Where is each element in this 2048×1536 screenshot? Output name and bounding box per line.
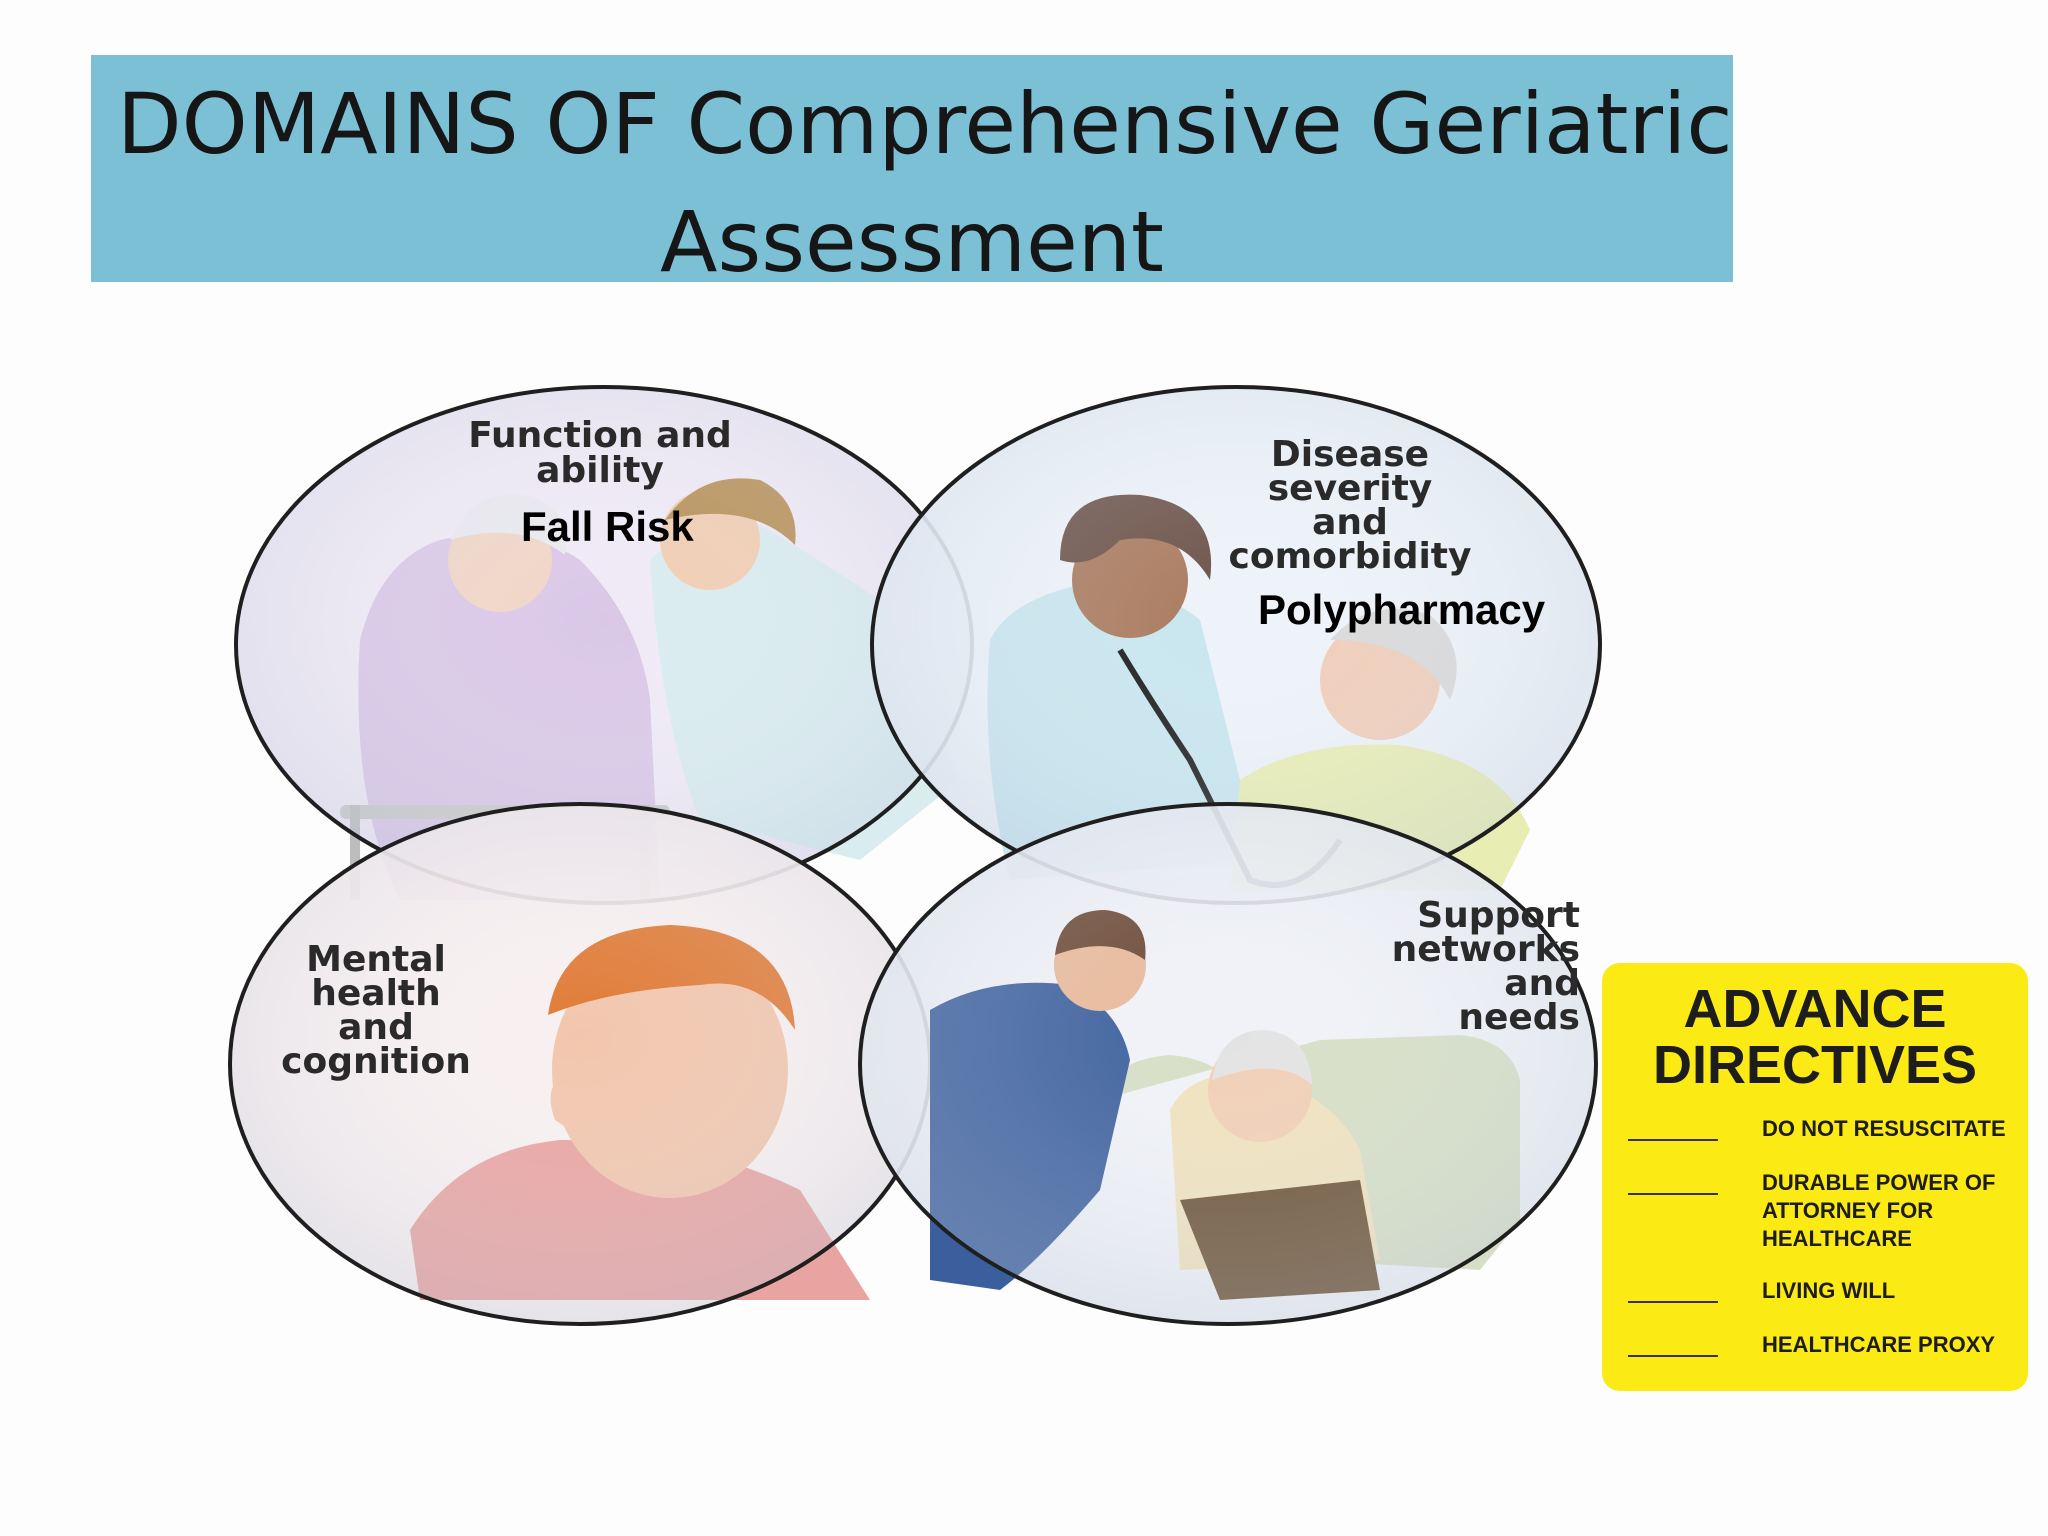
- title-line-1: DOMAINS OF Comprehensive Geriatric: [117, 75, 1733, 173]
- domain-label-function: Function and ability: [468, 415, 732, 491]
- blank-line: [1628, 1301, 1718, 1303]
- option-label: DO NOT RESUSCITATE: [1762, 1116, 2006, 1141]
- circle-mental: [228, 802, 932, 1326]
- option-label: LIVING WILL: [1762, 1278, 1896, 1303]
- option-label: DURABLE POWER OF ATTORNEY FOR HEALTHCARE: [1762, 1170, 1996, 1251]
- domain-label-support: Support networks and needs: [1391, 895, 1580, 1038]
- domain-label-mental: Mental health and cognition: [281, 939, 471, 1082]
- title-line-2: Assessment: [660, 193, 1164, 291]
- polypharmacy-label: Polypharmacy: [1258, 586, 1546, 633]
- blank-line: [1628, 1139, 1718, 1141]
- blank-line: [1628, 1355, 1718, 1357]
- domain-label-disease: Disease severity and comorbidity: [1228, 434, 1472, 577]
- option-label: HEALTHCARE PROXY: [1762, 1332, 1996, 1357]
- circle-support: [858, 802, 1598, 1326]
- advance-directives-title: ADVANCE DIRECTIVES: [1652, 979, 1978, 1095]
- circle-function: [234, 385, 974, 905]
- circle-disease: [870, 385, 1602, 905]
- blank-line: [1628, 1193, 1718, 1195]
- fall-risk-label: Fall Risk: [521, 503, 694, 550]
- title-banner: DOMAINS OF Comprehensive Geriatric Asses…: [91, 55, 1733, 291]
- advance-directives-card: ADVANCE DIRECTIVES DO NOT RESUSCITATE DU…: [1602, 963, 2028, 1391]
